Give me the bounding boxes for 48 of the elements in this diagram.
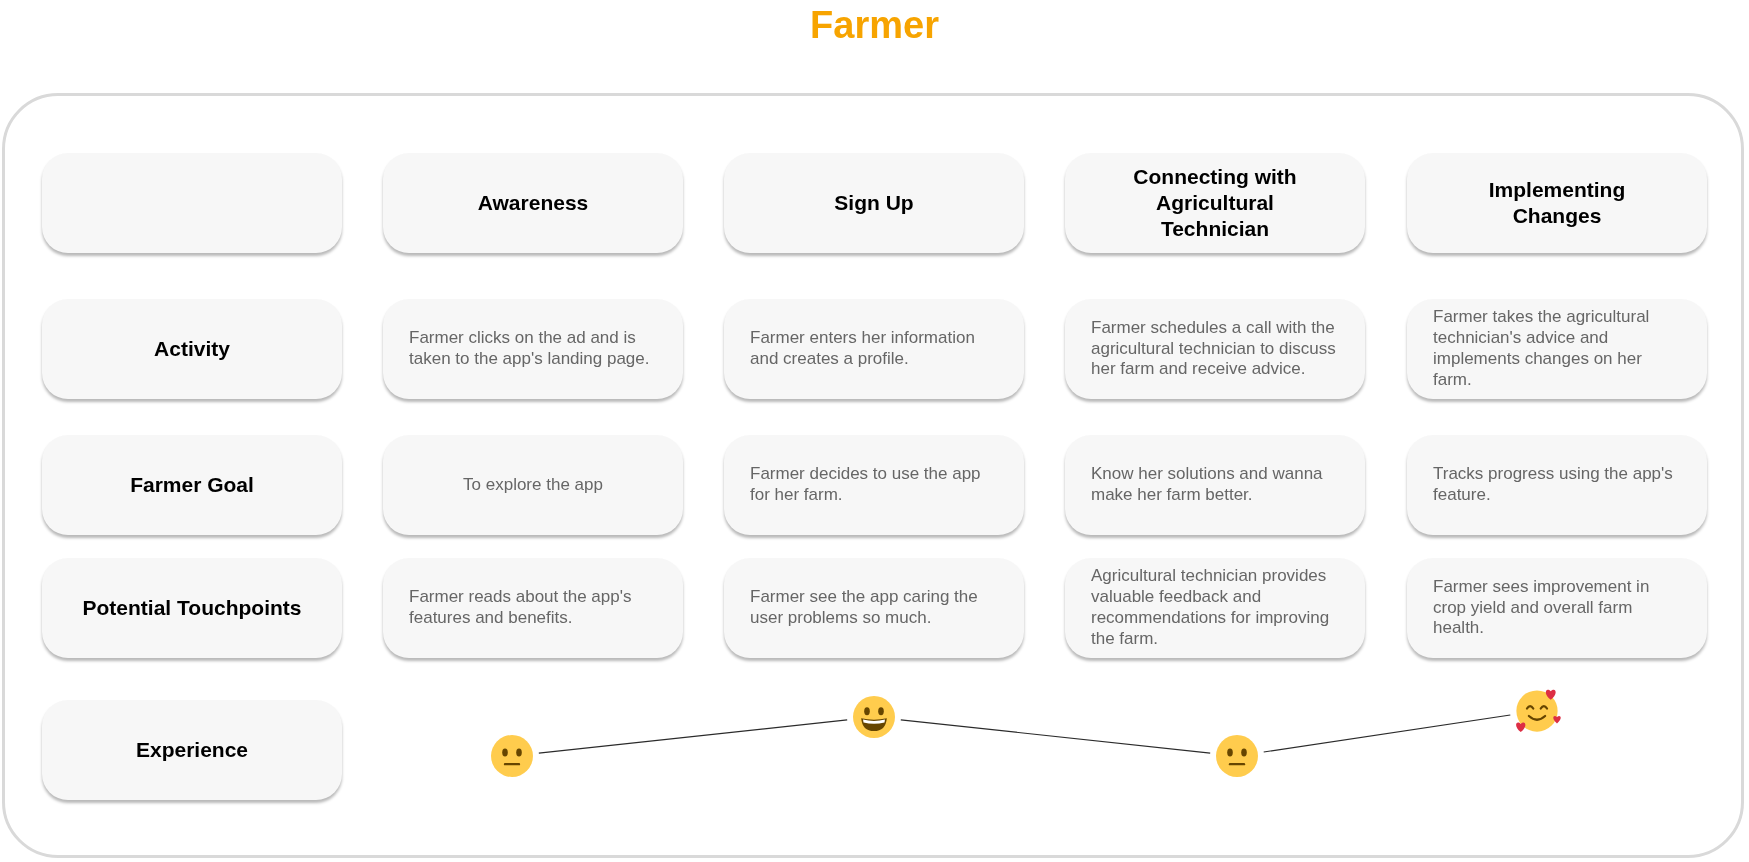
stage-title: Implementing Changes — [1487, 176, 1627, 229]
stage-title: Sign Up — [834, 189, 914, 216]
note-card — [1407, 558, 1707, 658]
note-card — [724, 435, 1024, 535]
note-card — [724, 299, 1024, 399]
note-text: Tracks progress using the app's feature. — [1433, 464, 1674, 506]
note-text: Farmer see the app caring the user problems so much. — [750, 587, 979, 629]
grinning-face-icon — [853, 696, 895, 738]
connector-line — [900, 719, 1211, 754]
note-text: To explore the app — [463, 474, 603, 496]
note-card — [1407, 299, 1707, 399]
row-label-card — [42, 700, 342, 800]
note-text: Agricultural technician provides valuable feedback and recommendations for improving the farm. — [1091, 566, 1331, 650]
note-card — [383, 299, 683, 399]
empty-card — [42, 153, 342, 253]
note-card — [1407, 435, 1707, 535]
row-label: Activity — [154, 335, 230, 362]
stage-card — [383, 153, 683, 253]
row-label: Experience — [135, 736, 249, 763]
note-text: Farmer schedules a call with the agricultural technician to discuss her farm and receive advice. — [1091, 317, 1337, 381]
note-card — [1065, 435, 1365, 535]
note-text: Farmer takes the agricultural technician's advice and implements changes on her farm. — [1433, 307, 1651, 391]
note-text: Farmer sees improvement in crop yield and overall farm health. — [1433, 576, 1651, 640]
row-label-card — [42, 435, 342, 535]
row-label-card — [42, 558, 342, 658]
note-text: Farmer enters her information and creates a profile. — [750, 328, 976, 370]
connector-line — [538, 719, 848, 754]
note-card — [1065, 558, 1365, 658]
diagram-title: Farmer — [810, 4, 939, 46]
note-text: Farmer reads about the app's features and benefits. — [409, 587, 633, 629]
note-card — [383, 558, 683, 658]
connector-line — [1263, 714, 1511, 753]
note-text: Know her solutions and wanna make her farm better. — [1091, 464, 1324, 506]
row-label-card — [42, 299, 342, 399]
stage-card — [1407, 153, 1707, 253]
stage-card — [1065, 153, 1365, 253]
note-text: Farmer clicks on the ad and is taken to the app's landing page. — [409, 328, 651, 370]
stage-title: Awareness — [477, 189, 589, 216]
neutral-face-icon — [491, 735, 533, 777]
note-card — [1065, 299, 1365, 399]
stage-card — [724, 153, 1024, 253]
note-card — [724, 558, 1024, 658]
stage-title: Connecting with Agricultural Technician — [1132, 163, 1298, 243]
note-card — [383, 435, 683, 535]
row-label: Potential Touchpoints — [82, 594, 302, 621]
row-label: Farmer Goal — [130, 471, 254, 498]
note-text: Farmer decides to use the app for her farm. — [750, 464, 982, 506]
neutral-face-icon — [1216, 735, 1258, 777]
